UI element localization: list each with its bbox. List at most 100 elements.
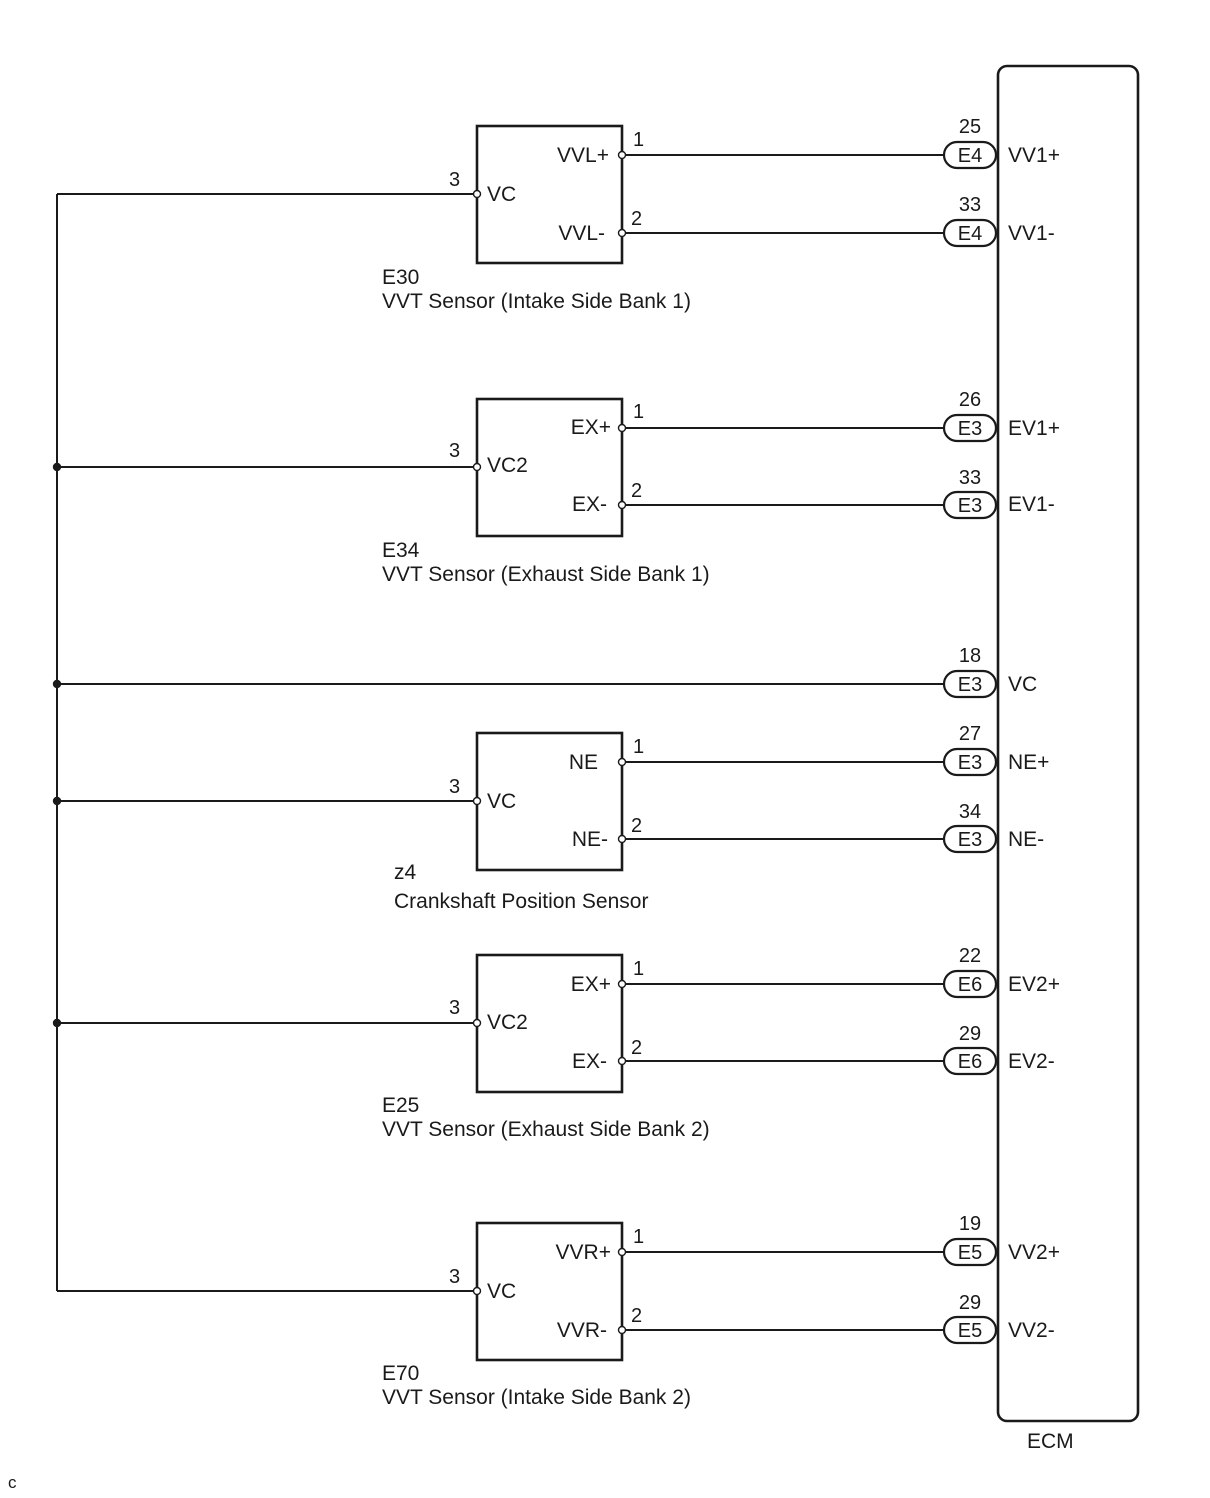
connector-label: E3 [958, 752, 982, 774]
sensor-code: E30 [382, 266, 419, 289]
ecm-terminal-label: VC [1008, 673, 1037, 696]
sensor-name: Crankshaft Position Sensor [394, 890, 648, 913]
vc-terminal [472, 462, 482, 472]
ecm-terminal-label: NE+ [1008, 751, 1049, 774]
output-label: VVL- [558, 222, 605, 245]
ecm-terminal-label: VV1+ [1008, 144, 1060, 167]
connector-label: E5 [958, 1320, 982, 1342]
connector-e6 [942, 1046, 998, 1076]
corner-mark: c [8, 1473, 17, 1492]
output-pin-number: 2 [631, 815, 642, 837]
sensor-name: VVT Sensor (Exhaust Side Bank 1) [382, 563, 710, 586]
output-label: EX- [572, 1050, 607, 1073]
sensor-box [475, 731, 624, 872]
vc-pin-number: 3 [449, 440, 460, 462]
ecm-pin-number: 25 [959, 116, 981, 138]
sensor-name: VVT Sensor (Exhaust Side Bank 2) [382, 1118, 710, 1141]
ecm-pin-number: 27 [959, 723, 981, 745]
output-label: VVR- [557, 1319, 607, 1342]
vc-pin-number: 3 [449, 169, 460, 191]
output-terminal [617, 500, 627, 510]
sensor-code: z4 [394, 861, 417, 884]
sensor-box [475, 124, 624, 265]
ecm-pin-number: 18 [959, 645, 981, 667]
connector-label: E3 [958, 418, 982, 440]
vc-pin-label: VC2 [487, 454, 528, 477]
vc-pin-label: VC [487, 790, 516, 813]
output-pin-number: 2 [631, 1305, 642, 1327]
vc-supply-line: E3 18 VC [52, 645, 1037, 699]
output-terminal [617, 979, 627, 989]
output-pin-number: 1 [633, 958, 644, 980]
ecm-terminal-label: VV2+ [1008, 1241, 1060, 1264]
output-label: NE [569, 751, 598, 774]
ecm-terminal-label: EV1+ [1008, 417, 1060, 440]
output-terminal [617, 423, 627, 433]
sensor-e70: 3 VC VVR+ 1 E5 19 VV2+ VVR- 2 E5 29 VV2-… [57, 1213, 1060, 1409]
connector-e6 [942, 969, 998, 999]
connector-e3 [942, 490, 998, 520]
ecm-pin-number: 33 [959, 194, 981, 216]
ecm-outline [996, 64, 1140, 1423]
sensor-name: VVT Sensor (Intake Side Bank 2) [382, 1386, 691, 1409]
vc-terminal [472, 1286, 482, 1296]
connector-e4 [942, 140, 998, 170]
output-pin-number: 1 [633, 1226, 644, 1248]
connector-e3 [942, 669, 998, 699]
vc-pin-number: 3 [449, 997, 460, 1019]
output-pin-number: 2 [631, 480, 642, 502]
vc-pin-label: VC [487, 1280, 516, 1303]
output-label: VVL+ [557, 144, 609, 167]
vc-pin-number: 3 [449, 776, 460, 798]
vc-pin-number: 3 [449, 1266, 460, 1288]
output-terminal [617, 1056, 627, 1066]
connector-e5 [942, 1315, 998, 1345]
sensor-e30: 3 VC VVL+ 1 E4 25 VV1+ VVL- 2 E4 33 VV1-… [57, 116, 1060, 313]
vc-terminal [472, 1018, 482, 1028]
output-terminal [617, 1247, 627, 1257]
connector-label: E4 [958, 223, 982, 245]
sensor-box [475, 953, 624, 1094]
sensor-e34: 3 VC2 EX+ 1 E3 26 EV1+ EX- 2 E3 33 EV1- … [52, 389, 1060, 586]
sensor-e25: 3 VC2 EX+ 1 E6 22 EV2+ EX- 2 E6 29 EV2- … [52, 945, 1060, 1141]
output-terminal [617, 1325, 627, 1335]
ecm-terminal-label: EV2- [1008, 1050, 1055, 1073]
ecm-pin-number: 29 [959, 1023, 981, 1045]
output-label: EX- [572, 493, 607, 516]
connector-e3 [942, 824, 998, 854]
ecm-pin-number: 22 [959, 945, 981, 967]
connector-e4 [942, 218, 998, 248]
sensor-name: VVT Sensor (Intake Side Bank 1) [382, 290, 691, 313]
ecm-terminal-label: EV1- [1008, 493, 1055, 516]
vc-pin-label: VC2 [487, 1011, 528, 1034]
connector-e5 [942, 1237, 998, 1267]
ecm-pin-number: 34 [959, 801, 981, 823]
connector-label: E3 [958, 674, 982, 696]
connector-label: E4 [958, 145, 982, 167]
output-terminal [617, 834, 627, 844]
connector-label: E6 [958, 974, 982, 996]
ecm-terminal-label: VV1- [1008, 222, 1055, 245]
connector-label: E6 [958, 1051, 982, 1073]
output-label: EX+ [571, 973, 611, 996]
ecm-pin-number: 29 [959, 1292, 981, 1314]
output-label: NE- [572, 828, 608, 851]
output-pin-number: 1 [633, 129, 644, 151]
vc-terminal [472, 796, 482, 806]
sensor-box [475, 1221, 624, 1362]
connector-e3 [942, 747, 998, 777]
output-label: EX+ [571, 416, 611, 439]
ecm-pin-number: 33 [959, 467, 981, 489]
output-terminal [617, 228, 627, 238]
output-pin-number: 2 [631, 1037, 642, 1059]
output-terminal [617, 757, 627, 767]
vc-terminal [472, 189, 482, 199]
output-terminal [617, 150, 627, 160]
output-pin-number: 1 [633, 736, 644, 758]
ecm-terminal-label: EV2+ [1008, 973, 1060, 996]
output-pin-number: 1 [633, 401, 644, 423]
vc-pin-label: VC [487, 183, 516, 206]
output-pin-number: 2 [631, 208, 642, 230]
output-label: VVR+ [556, 1241, 611, 1264]
